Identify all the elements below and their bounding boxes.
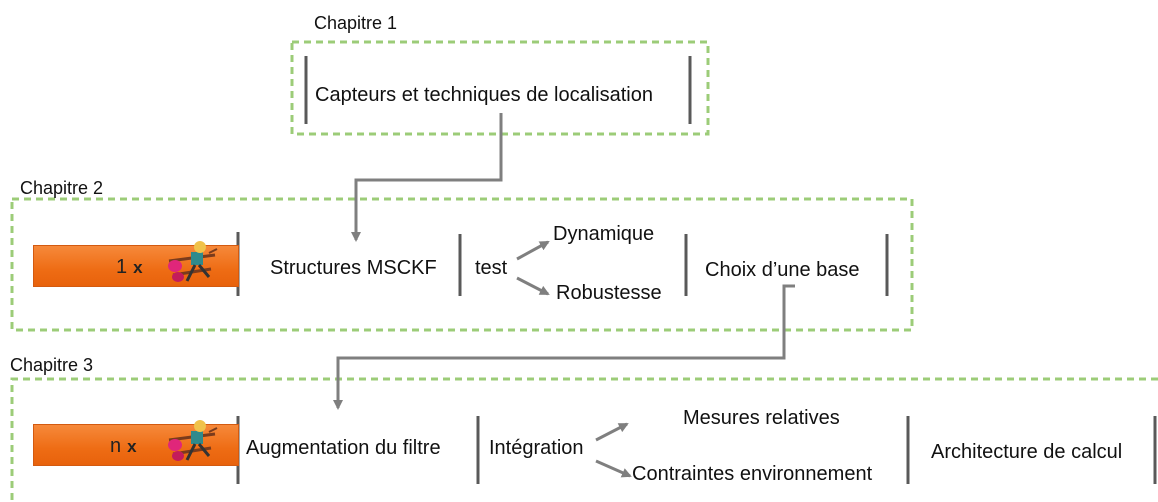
chapter3-box: [10, 377, 1158, 502]
chapter2-title: Chapitre 2: [20, 178, 104, 198]
dynamique-label: Dynamique: [553, 223, 655, 245]
c2-multiplier-symbol: x: [133, 258, 143, 277]
chapter2-box: [10, 197, 914, 332]
capteurs-label: Capteurs et techniques de localisation: [315, 84, 653, 106]
choix-label: Choix d’une base: [705, 259, 860, 281]
arrow-integration-to-mesures: [595, 422, 629, 442]
drone-runner-icon: [168, 420, 218, 461]
arrow-test-to-robustesse: [516, 276, 550, 296]
drone-runner-icon: [168, 241, 218, 282]
c3-orange-bar: [33, 424, 239, 466]
msckf-label: Structures MSCKF: [270, 257, 437, 279]
connector-c1-to-msckf: [351, 113, 503, 242]
augmentation-label: Augmentation du filtre: [246, 437, 441, 459]
arrow-test-to-dynamique: [516, 240, 550, 261]
arrow-integration-to-contraintes: [595, 459, 632, 478]
c3-multiplier-symbol: x: [127, 437, 137, 456]
contraintes-label: Contraintes environnement: [632, 463, 873, 485]
architecture-label: Architecture de calcul: [931, 441, 1123, 463]
connector-choix-to-augmentation: [333, 284, 795, 410]
c2-multiplier-count: 1: [116, 256, 128, 278]
test-label: test: [475, 257, 508, 279]
chapter3-title: Chapitre 3: [10, 355, 94, 375]
integration-label: Intégration: [489, 437, 584, 459]
mesures-label: Mesures relatives: [683, 407, 840, 429]
chapter1-title: Chapitre 1: [314, 13, 398, 33]
c2-orange-bar: [33, 245, 239, 287]
robustesse-label: Robustesse: [556, 282, 662, 304]
chapter1-box: [290, 40, 710, 136]
c3-multiplier-count: n: [110, 435, 122, 457]
